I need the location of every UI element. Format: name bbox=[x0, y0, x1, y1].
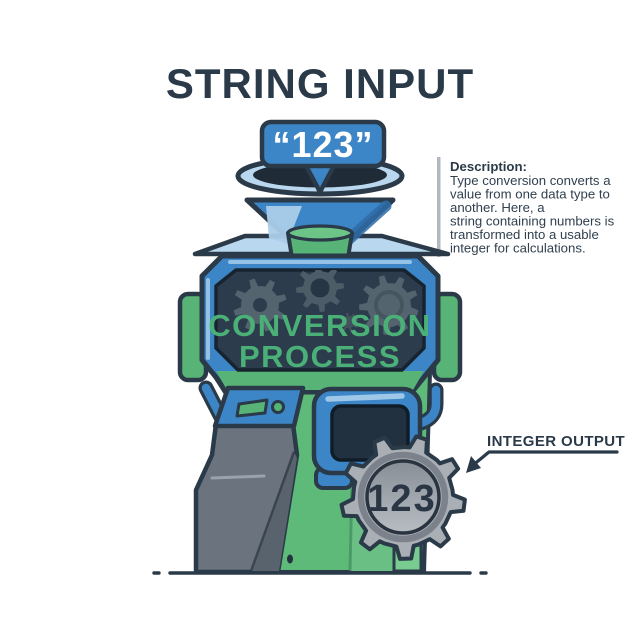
description-line: another. Here, a bbox=[450, 200, 545, 215]
description-line: value from one data type to bbox=[450, 187, 610, 202]
integer-output-label: INTEGER OUTPUT bbox=[487, 433, 625, 450]
chute-display bbox=[235, 398, 269, 418]
callout-line bbox=[470, 450, 619, 468]
funnel-collar-top bbox=[286, 224, 354, 242]
funnel-highlight bbox=[266, 206, 302, 244]
description-line: integer for calculations. bbox=[450, 241, 586, 256]
bolt-icon bbox=[287, 554, 293, 564]
description-panel: Description: Type conversion converts a … bbox=[437, 157, 615, 257]
chute-highlight bbox=[210, 474, 266, 480]
description-line: transformed into a usable bbox=[450, 227, 599, 242]
gear-icon bbox=[339, 312, 359, 332]
gear-ring bbox=[357, 451, 449, 543]
description-line: Type conversion converts a bbox=[450, 173, 611, 188]
machine-label-line1: CONVERSION bbox=[208, 308, 431, 343]
gear-ring bbox=[374, 290, 404, 320]
head-green-strip bbox=[216, 371, 424, 390]
output-chute bbox=[193, 385, 306, 575]
chute-button bbox=[271, 400, 285, 414]
gear-icon bbox=[359, 275, 419, 335]
gear-hole bbox=[253, 298, 267, 312]
funnel bbox=[235, 155, 405, 260]
description-rule bbox=[437, 157, 441, 257]
gear-hole bbox=[310, 278, 330, 298]
speech-bubble: “123” bbox=[259, 119, 387, 195]
string-value: “123” bbox=[272, 124, 373, 165]
arrow-icon bbox=[466, 456, 481, 473]
chute-fold bbox=[249, 451, 296, 572]
description-line: string containing numbers is bbox=[450, 214, 615, 229]
conversion-machine-head: CONVERSION PROCESS bbox=[199, 253, 441, 395]
screen-gears bbox=[233, 270, 419, 335]
integer-output-callout: INTEGER OUTPUT bbox=[466, 433, 625, 473]
speech-bubble-box bbox=[259, 119, 387, 169]
port-highlight bbox=[325, 393, 405, 402]
integer-value: 123 bbox=[367, 478, 436, 520]
output-gear: 123 bbox=[339, 434, 467, 561]
page-title: STRING INPUT bbox=[166, 60, 474, 107]
description-heading: Description: bbox=[450, 159, 527, 174]
gear-disc bbox=[365, 459, 441, 535]
machine-label-line2: PROCESS bbox=[239, 339, 401, 374]
